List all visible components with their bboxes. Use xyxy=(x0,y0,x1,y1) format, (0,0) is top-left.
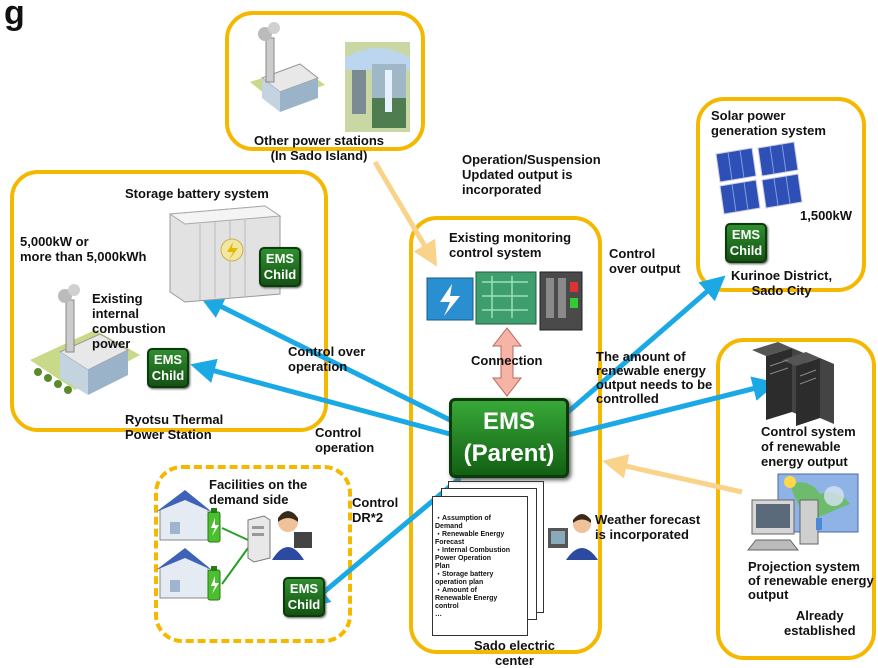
monitoring-label: Existing monitoring control system xyxy=(449,230,572,260)
other-power-label: Other power stations (In Sado Island) xyxy=(254,133,385,163)
other-power-box xyxy=(225,11,425,151)
renewable-box xyxy=(716,338,876,660)
combustion-label: Existing internal combustion power xyxy=(92,291,166,351)
projection-icon xyxy=(746,473,859,551)
connection-arrow xyxy=(491,327,523,397)
factory-icon xyxy=(30,284,140,395)
house-solar-icon xyxy=(156,490,212,541)
storage-title: Storage battery system xyxy=(125,186,269,201)
demand-box xyxy=(154,465,352,643)
arrow-to-control-system xyxy=(567,376,778,438)
battery-container-icon xyxy=(168,205,282,303)
server-icon xyxy=(752,342,834,426)
arrow-to-ryotsu xyxy=(190,358,451,437)
demand-label: Facilities on the demand side xyxy=(209,477,308,507)
arrow-to-solar xyxy=(566,275,726,414)
battery-icon xyxy=(207,566,221,601)
house-solar-icon xyxy=(156,548,212,599)
control-operation-label: Control operation xyxy=(315,425,375,455)
sado-center-box xyxy=(409,216,602,654)
operator-icon xyxy=(272,511,312,560)
solar-title: Solar power generation system xyxy=(711,108,826,138)
control-dr-label: Control DR*2 xyxy=(352,495,399,525)
control-over-operation-label: Control over operation xyxy=(288,344,366,374)
operator-icon xyxy=(548,514,598,560)
ems-parent-line2: (Parent) xyxy=(463,440,555,467)
connection-label: Connection xyxy=(471,353,543,368)
connection-lines xyxy=(221,527,249,585)
ems-parent-line1: EMS xyxy=(482,408,535,435)
solar-location: Kurinoe District, Sado City xyxy=(731,268,833,298)
ryotsu-label: Ryotsu Thermal Power Station xyxy=(125,412,224,442)
document-list: ・Assumption of Demand ・Renewable Energy … xyxy=(435,515,511,618)
factory-icon xyxy=(250,22,325,112)
weather-label: Weather forecast is incorporated xyxy=(595,512,701,542)
battery-icon xyxy=(207,508,221,543)
projection-label: Projection system of renewable energy ou… xyxy=(748,559,874,602)
arrow-weather xyxy=(602,454,743,495)
op-suspension-label: Operation/Suspension Updated output is i… xyxy=(462,152,601,197)
control-panel-icon xyxy=(426,271,583,331)
renewable-amount-label: The amount of renewable energy output ne… xyxy=(596,349,713,406)
solar-box xyxy=(696,97,866,292)
server-icon xyxy=(247,515,271,563)
control-system-label: Control system of renewable energy outpu… xyxy=(761,424,856,469)
dam-icon xyxy=(345,42,410,132)
document-front: ・Assumption of Demand ・Renewable Energy … xyxy=(432,496,528,636)
storage-capacity: 5,000kW or more than 5,000kWh xyxy=(20,234,147,264)
solar-panel-icon xyxy=(715,141,803,215)
sado-center-label: Sado electric center xyxy=(474,638,555,668)
arrow-op-suspension xyxy=(372,160,438,267)
ems-parent: EMS (Parent) xyxy=(449,398,569,478)
title-fragment: g xyxy=(4,0,25,32)
solar-capacity: 1,500kW xyxy=(800,208,853,223)
arrow-to-storage xyxy=(199,295,452,423)
storage-box xyxy=(10,170,328,432)
control-output-label: Control over output xyxy=(609,246,681,276)
already-label: Already established xyxy=(784,608,856,638)
